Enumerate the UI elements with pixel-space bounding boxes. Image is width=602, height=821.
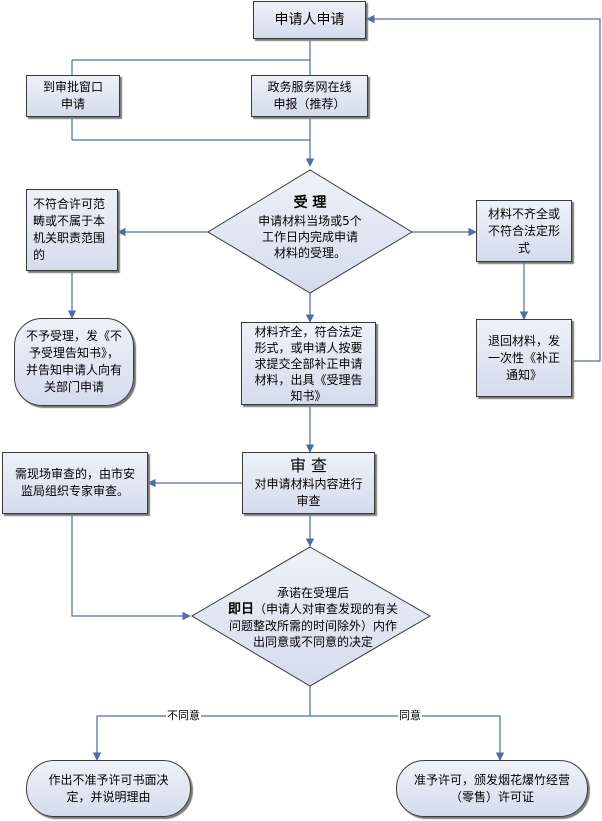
online-apply-line1: 政务服务网在线 bbox=[267, 80, 352, 94]
decision-line2: （申请人对审查发现的有关 bbox=[254, 602, 399, 616]
window-apply-line2: 申请 bbox=[60, 97, 85, 111]
grant-line2: （零售）许可证 bbox=[449, 789, 534, 804]
reject-scope-line4: 的 bbox=[33, 248, 46, 262]
review-line1: 对申请材料内容进行 bbox=[254, 477, 363, 491]
grant-box: 准予许可，颁发烟花爆竹经营 （零售）许可证 bbox=[396, 760, 588, 817]
complete-line1: 材料齐全，符合法定 bbox=[254, 324, 363, 339]
accept-diamond bbox=[207, 169, 413, 294]
complete-line4: 材料，出具《受理告 bbox=[254, 372, 363, 387]
onsite-box: 需现场审查的，由市安 监局组织专家审查。 bbox=[2, 452, 148, 514]
not-accept-line3: 并告知申请人向有 bbox=[25, 363, 122, 377]
onsite-line1: 需现场审查的，由市安 bbox=[14, 467, 135, 481]
reject-scope-line1: 不符合许可范 bbox=[33, 197, 106, 211]
reject-scope-line3: 机关职责范围 bbox=[33, 231, 106, 245]
complete-line3: 求提交全部补正申请 bbox=[254, 356, 363, 371]
decision-line3: 问题整改所需的时间除外）内作 bbox=[228, 619, 397, 633]
onsite-line2: 监局组织专家审查。 bbox=[20, 484, 129, 498]
accept-text: 受 理 申请材料当场或5个 工作日内完成申请 材料的受理。 bbox=[236, 193, 384, 261]
decision-line1: 承诺在受理后 bbox=[276, 586, 349, 600]
incomplete-line3: 式 bbox=[517, 240, 530, 255]
window-apply-line1: 到审批窗口 bbox=[42, 80, 103, 94]
incomplete-line2: 不符合法定形 bbox=[487, 223, 560, 238]
apply-box: 申请人申请 bbox=[253, 1, 366, 39]
not-accept-line1: 不予受理，发《不 bbox=[25, 329, 122, 343]
accept-line3: 材料的受理。 bbox=[273, 246, 346, 260]
decision-line4: 出同意或不同意的决定 bbox=[252, 635, 373, 649]
incomplete-box: 材料不齐全或 不符合法定形 式 bbox=[476, 200, 572, 262]
deny-line2: 定，并说明理由 bbox=[66, 789, 151, 804]
review-box: 审 查 对申请材料内容进行 审查 bbox=[242, 452, 375, 514]
online-apply-line2: 申报（推荐） bbox=[273, 97, 346, 111]
decision-diamond bbox=[191, 546, 431, 687]
deny-box: 作出不准予许可书面决 定，并说明理由 bbox=[26, 760, 191, 817]
not-accept-box: 不予受理，发《不 予受理告知书》， 并告知申请人向有 关部门申请 bbox=[14, 318, 134, 406]
online-apply-box: 政务服务网在线 申报（推荐） bbox=[251, 75, 368, 117]
branch-disagree-label: 不同意 bbox=[166, 709, 201, 722]
complete-line5: 知书》 bbox=[290, 388, 327, 403]
accept-line2: 工作日内完成申请 bbox=[261, 230, 358, 244]
window-apply-box: 到审批窗口 申请 bbox=[26, 75, 120, 117]
return-line2: 一次性《补正 bbox=[487, 350, 560, 365]
return-line3: 通知》 bbox=[505, 367, 542, 382]
apply-label: 申请人申请 bbox=[274, 11, 345, 28]
not-accept-line2: 予受理告知书》， bbox=[28, 346, 119, 360]
branch-agree-label: 同意 bbox=[398, 709, 422, 722]
deny-line1: 作出不准予许可书面决 bbox=[48, 772, 169, 787]
review-title: 审 查 bbox=[289, 456, 328, 475]
return-box: 退回材料，发 一次性《补正 通知》 bbox=[476, 319, 572, 397]
complete-box: 材料齐全，符合法定 形式，或申请人按要 求提交全部补正申请 材料，出具《受理告 … bbox=[241, 322, 376, 405]
decision-text: 承诺在受理后 即日（申请人对审查发现的有关 问题整改所需的时间除外）内作 出同意… bbox=[198, 585, 428, 650]
reject-scope-line2: 畴或不属于本 bbox=[33, 214, 106, 228]
review-line2: 审查 bbox=[296, 494, 321, 508]
complete-line2: 形式，或申请人按要 bbox=[254, 340, 363, 355]
accept-line1: 申请材料当场或5个 bbox=[258, 214, 362, 228]
accept-title: 受 理 bbox=[293, 195, 327, 211]
incomplete-line1: 材料不齐全或 bbox=[487, 206, 560, 221]
decision-bold: 即日 bbox=[227, 602, 254, 617]
grant-line1: 准予许可，颁发烟花爆竹经营 bbox=[413, 772, 570, 787]
not-accept-line4: 关部门申请 bbox=[43, 380, 104, 394]
reject-scope-box: 不符合许可范 畴或不属于本 机关职责范围 的 bbox=[26, 189, 118, 271]
return-line1: 退回材料，发 bbox=[487, 333, 560, 348]
